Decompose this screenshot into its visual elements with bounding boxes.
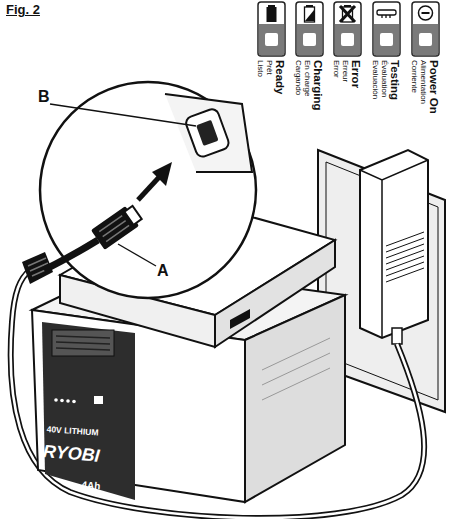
leader-lines-part bbox=[118, 244, 156, 266]
leader-lines bbox=[50, 104, 196, 266]
status-name: Ready bbox=[274, 60, 286, 95]
detail-inset bbox=[40, 82, 256, 298]
testing-tile bbox=[373, 2, 400, 56]
ready-tile-part bbox=[267, 7, 277, 22]
detail-inset-part bbox=[44, 240, 98, 270]
ready-tile-part bbox=[268, 5, 275, 7]
status-translation: Evaluación bbox=[371, 60, 380, 100]
ready-tile bbox=[258, 2, 285, 56]
battery-pack-part bbox=[66, 399, 70, 403]
status-text-group: Power OnAlimentationCorriente bbox=[410, 60, 440, 114]
status-translation: Erreur bbox=[341, 60, 350, 88]
callout-letter: A bbox=[157, 262, 169, 280]
status-translation: Prêt bbox=[265, 60, 274, 95]
status-translation: Error bbox=[332, 60, 341, 88]
figure-title: Fig. 2 bbox=[6, 2, 40, 17]
wall-adapter-part bbox=[360, 160, 428, 338]
detail-inset-part bbox=[165, 94, 252, 172]
status-translation: Corriente bbox=[410, 60, 419, 114]
status-name: Charging bbox=[312, 60, 324, 110]
detail-inset-part-part bbox=[124, 206, 141, 225]
status-indicator: TestingÉvaluationEvaluación bbox=[368, 0, 404, 120]
detail-inset-part-part bbox=[196, 120, 219, 146]
testing-tile-part bbox=[382, 15, 390, 18]
charging-tile-part bbox=[296, 2, 323, 56]
power-tile-part bbox=[419, 6, 433, 20]
status-translation: Évaluation bbox=[380, 60, 389, 100]
charging-tile-part bbox=[303, 33, 316, 46]
status-translation: En charge bbox=[303, 60, 312, 110]
ready-tile-part bbox=[258, 2, 285, 56]
testing-tile-part bbox=[377, 10, 396, 15]
status-text-group: ErrorErreurError bbox=[332, 60, 362, 88]
leader-lines-part bbox=[50, 104, 196, 126]
status-indicator: ChargingEn chargeCargando bbox=[291, 0, 327, 120]
status-name: Power On bbox=[428, 60, 440, 114]
power-tile-part bbox=[412, 2, 439, 56]
battery-pack-part bbox=[94, 396, 103, 404]
status-text-group: TestingÉvaluationEvaluación bbox=[371, 60, 401, 100]
battery-pack-part bbox=[56, 336, 110, 350]
testing-tile-part bbox=[373, 2, 400, 56]
testing-tile-part bbox=[380, 33, 393, 46]
detail-inset-part bbox=[152, 162, 172, 186]
status-name: Error bbox=[350, 60, 362, 88]
detail-inset-part-part bbox=[184, 107, 230, 158]
error-tile bbox=[334, 2, 361, 56]
battery-pack-part bbox=[60, 399, 64, 403]
ready-tile-part bbox=[265, 33, 278, 46]
status-translation: Listo bbox=[256, 60, 265, 95]
status-translation: Cargando bbox=[294, 60, 303, 110]
callout-letter: B bbox=[38, 88, 50, 106]
battery-pack-part bbox=[262, 338, 330, 400]
detail-inset-part bbox=[184, 107, 230, 158]
status-indicator: ErrorErreurError bbox=[329, 0, 365, 120]
wall-adapter-part bbox=[386, 232, 424, 282]
charging-tile-part bbox=[297, 24, 322, 55]
wall-adapter bbox=[360, 150, 428, 344]
status-text-group: ReadyPrêtListo bbox=[256, 60, 286, 95]
ready-tile-part bbox=[259, 24, 284, 55]
battery-pack-part bbox=[42, 322, 135, 500]
power-tile bbox=[412, 2, 439, 56]
error-tile-part bbox=[335, 24, 360, 55]
error-tile-part bbox=[340, 6, 355, 22]
battery-pack-part bbox=[52, 330, 114, 356]
status-indicator: ReadyPrêtListo bbox=[253, 0, 289, 120]
battery-pack-part bbox=[245, 295, 345, 502]
power-tile-part bbox=[413, 24, 438, 55]
battery-capacity: 4Ah bbox=[81, 479, 101, 492]
status-indicator: Power OnAlimentationCorriente bbox=[407, 0, 443, 120]
charger-part bbox=[230, 309, 250, 329]
wall-adapter-part bbox=[392, 328, 402, 344]
power-tile-part bbox=[419, 33, 432, 46]
charging-tile-part bbox=[305, 10, 314, 21]
status-translation: Alimentation bbox=[419, 60, 428, 114]
power-tile-part bbox=[422, 12, 430, 14]
charging-tile bbox=[296, 2, 323, 56]
charging-tile-part bbox=[305, 7, 315, 22]
detail-inset-part bbox=[40, 82, 256, 298]
status-tiles bbox=[258, 2, 439, 56]
error-tile-part bbox=[341, 33, 354, 46]
battery-pack-part bbox=[72, 400, 76, 404]
battery-pack-part bbox=[54, 398, 58, 402]
error-tile-part bbox=[334, 2, 361, 56]
status-name: Testing bbox=[389, 60, 401, 100]
detail-inset-part bbox=[91, 203, 144, 250]
wall-adapter-part bbox=[360, 150, 428, 338]
detail-inset-part-part bbox=[99, 216, 129, 242]
status-text-group: ChargingEn chargeCargando bbox=[294, 60, 324, 110]
testing-tile-part bbox=[374, 24, 399, 55]
